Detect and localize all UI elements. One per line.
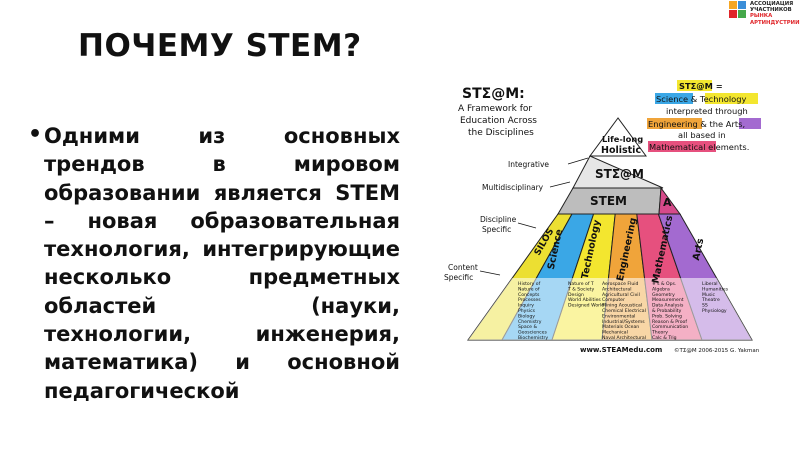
base-text-technology: Agricultural Civil <box>602 292 640 298</box>
heading-line-3: the Disciplines <box>468 128 534 138</box>
base-text-engineering: Prob. Solving <box>652 313 682 319</box>
base-band <box>468 278 752 340</box>
base-text-science: World Abilities <box>568 297 601 303</box>
base-text-engineering: Measurement <box>652 297 684 303</box>
base-text-content: Physics <box>518 308 536 314</box>
svg-text:all based in: all based in <box>678 130 726 140</box>
heading-line-1: A Framework for <box>458 104 532 114</box>
svg-text:STΣ@M =: STΣ@M = <box>679 81 723 91</box>
base-text-technology: Materials Ocean <box>602 324 639 330</box>
steam-definition: STΣ@M = Science & Technology interpreted… <box>647 80 761 152</box>
level-content: Content <box>448 263 478 272</box>
base-text-science: Designed World <box>568 303 604 309</box>
tier-steam-label: STΣ@M <box>595 167 644 181</box>
base-text-technology: Computer <box>602 297 625 303</box>
base-text-technology: Aerospace Fluid <box>602 281 639 287</box>
bullet-list: • Одними из основных трендов в мировом о… <box>28 122 400 449</box>
base-text-arts: Liberal <box>702 281 718 287</box>
base-text-engineering: Reason & Proof <box>652 319 687 325</box>
steam-pyramid-diagram: STΣ@M: A Framework for Education Across … <box>440 78 780 372</box>
footer-url: www.STEAMedu.com <box>580 346 662 354</box>
base-text-technology: Chemical Electrical <box>602 308 646 314</box>
base-text-technology: Mining Acoustical <box>602 303 642 309</box>
svg-text:Science & Technology: Science & Technology <box>656 94 746 104</box>
base-text-engineering: Calc & Trig <box>652 335 677 341</box>
base-text-arts: Humanities <box>702 286 729 292</box>
base-text-technology: Industrial/Systems <box>602 319 645 325</box>
base-text-content: Biology <box>518 313 535 319</box>
base-text-content: Geosciences <box>518 330 547 336</box>
bullet-marker: • <box>28 122 43 147</box>
level-specific-2: Specific <box>444 273 473 282</box>
base-text-science: T & Society <box>567 286 594 292</box>
pyramid-svg: STΣ@M: A Framework for Education Across … <box>444 80 761 354</box>
bullet-text: Одними из основных трендов в мировом обр… <box>44 124 400 403</box>
svg-text:Mathematical elements.: Mathematical elements. <box>649 142 749 152</box>
base-text-arts: SS <box>702 303 708 309</box>
base-text-content: Inquiry <box>518 303 534 309</box>
tier-lifelong <box>589 117 647 157</box>
base-text-engineering: #'s & Ops. <box>652 281 676 287</box>
base-text-science: Design <box>568 292 584 298</box>
base-text-technology: Architectural <box>602 286 632 292</box>
base-text-engineering: Data Analysis <box>652 303 684 309</box>
base-text-content: Biochemistry <box>518 335 548 341</box>
level-specific: Specific <box>482 225 511 234</box>
base-text-engineering: Theory <box>651 330 668 336</box>
footer-copyright: ©TΣ@M 2006-2015 G. Yakman <box>674 347 760 354</box>
logo-mark-icon <box>729 1 746 18</box>
level-holistic: Holistic <box>601 145 641 156</box>
base-text-content: Chemistry <box>518 319 542 325</box>
base-text-technology: Mechanical <box>602 330 628 336</box>
base-text-content: History of <box>518 281 541 287</box>
base-text-engineering: Communication <box>652 324 688 330</box>
base-text-science: Nature of T <box>568 281 594 287</box>
base-text-arts: Physiology <box>702 308 727 314</box>
logo-text: АССОЦИАЦИЯ УЧАСТНИКОВ РЫНКА АРТИНДУСТРИИ <box>750 1 800 26</box>
level-discipline: Discipline <box>480 215 517 224</box>
base-text-engineering: Algebra <box>652 286 670 292</box>
heading-line-2: Education Across <box>460 116 537 126</box>
slide-title: ПОЧЕМУ STEM? <box>78 28 362 64</box>
level-multidisciplinary: Multidisciplinary <box>482 183 544 192</box>
svg-text:Engineering & the Arts,: Engineering & the Arts, <box>648 119 745 129</box>
base-text-arts: Music <box>702 292 716 298</box>
heading-logo: STΣ@M: <box>462 86 525 102</box>
base-text-content: Nature of <box>518 286 540 292</box>
base-text-content: Processes <box>518 297 541 303</box>
base-text-technology: Environmental <box>602 313 635 319</box>
base-text-engineering: & Probability <box>652 308 682 314</box>
association-logo: АССОЦИАЦИЯ УЧАСТНИКОВ РЫНКА АРТИНДУСТРИИ <box>728 0 800 28</box>
level-lifelong: Life-long <box>602 134 643 144</box>
tier-stem-label: STEM <box>590 194 627 208</box>
base-text-arts: Theatre <box>701 297 720 303</box>
tier-a-label: A <box>663 196 672 209</box>
base-text-engineering: Geometry <box>652 292 675 298</box>
base-text-technology: Naval Architectural <box>602 335 646 341</box>
level-integrative: Integrative <box>508 160 549 169</box>
base-text-content: Space & <box>518 324 537 330</box>
svg-text:interpreted through: interpreted through <box>666 106 748 116</box>
subject-label-arts: Arts <box>691 237 706 261</box>
base-text-content: Concepts <box>518 292 540 298</box>
